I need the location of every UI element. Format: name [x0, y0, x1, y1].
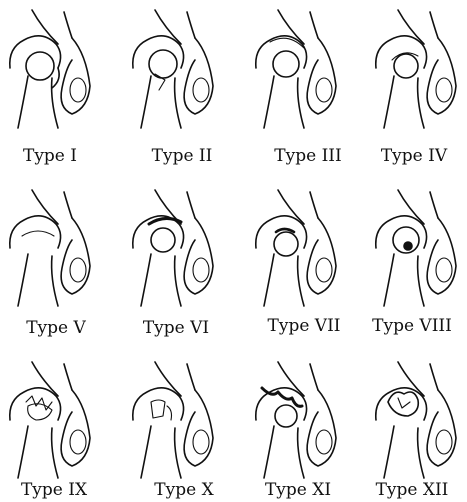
type-5-label: Type V	[0, 318, 114, 338]
type-3-label: Type III	[250, 146, 366, 166]
type-2-label: Type II	[124, 146, 240, 166]
hip-joint-type-12-drawing	[368, 358, 464, 483]
type-11-label: Type XI	[240, 480, 356, 500]
type-12-label: Type XII	[354, 480, 467, 500]
type-1-label: Type I	[0, 146, 108, 166]
hip-joint-type-7-drawing	[248, 186, 344, 311]
hip-joint-type-6-drawing	[125, 186, 221, 311]
hip-joint-type-9-drawing	[2, 358, 98, 483]
hip-joint-type-8-drawing	[368, 186, 464, 311]
type-6-label: Type VI	[118, 318, 234, 338]
hip-joint-type-4-drawing	[368, 8, 464, 133]
hip-joint-type-10-drawing	[125, 358, 221, 483]
hip-joint-type-1-drawing	[2, 8, 98, 133]
type-7-label: Type VII	[246, 316, 362, 336]
hip-joint-type-11-drawing	[248, 358, 344, 483]
type-9-label: Type IX	[0, 480, 112, 500]
type-8-label: Type VIII	[354, 316, 467, 336]
hip-joint-type-3-drawing	[248, 8, 344, 133]
type-10-label: Type X	[126, 480, 242, 500]
type-4-label: Type IV	[356, 146, 467, 166]
hip-joint-type-2-drawing	[125, 8, 221, 133]
hip-joint-type-5-drawing	[2, 186, 98, 311]
